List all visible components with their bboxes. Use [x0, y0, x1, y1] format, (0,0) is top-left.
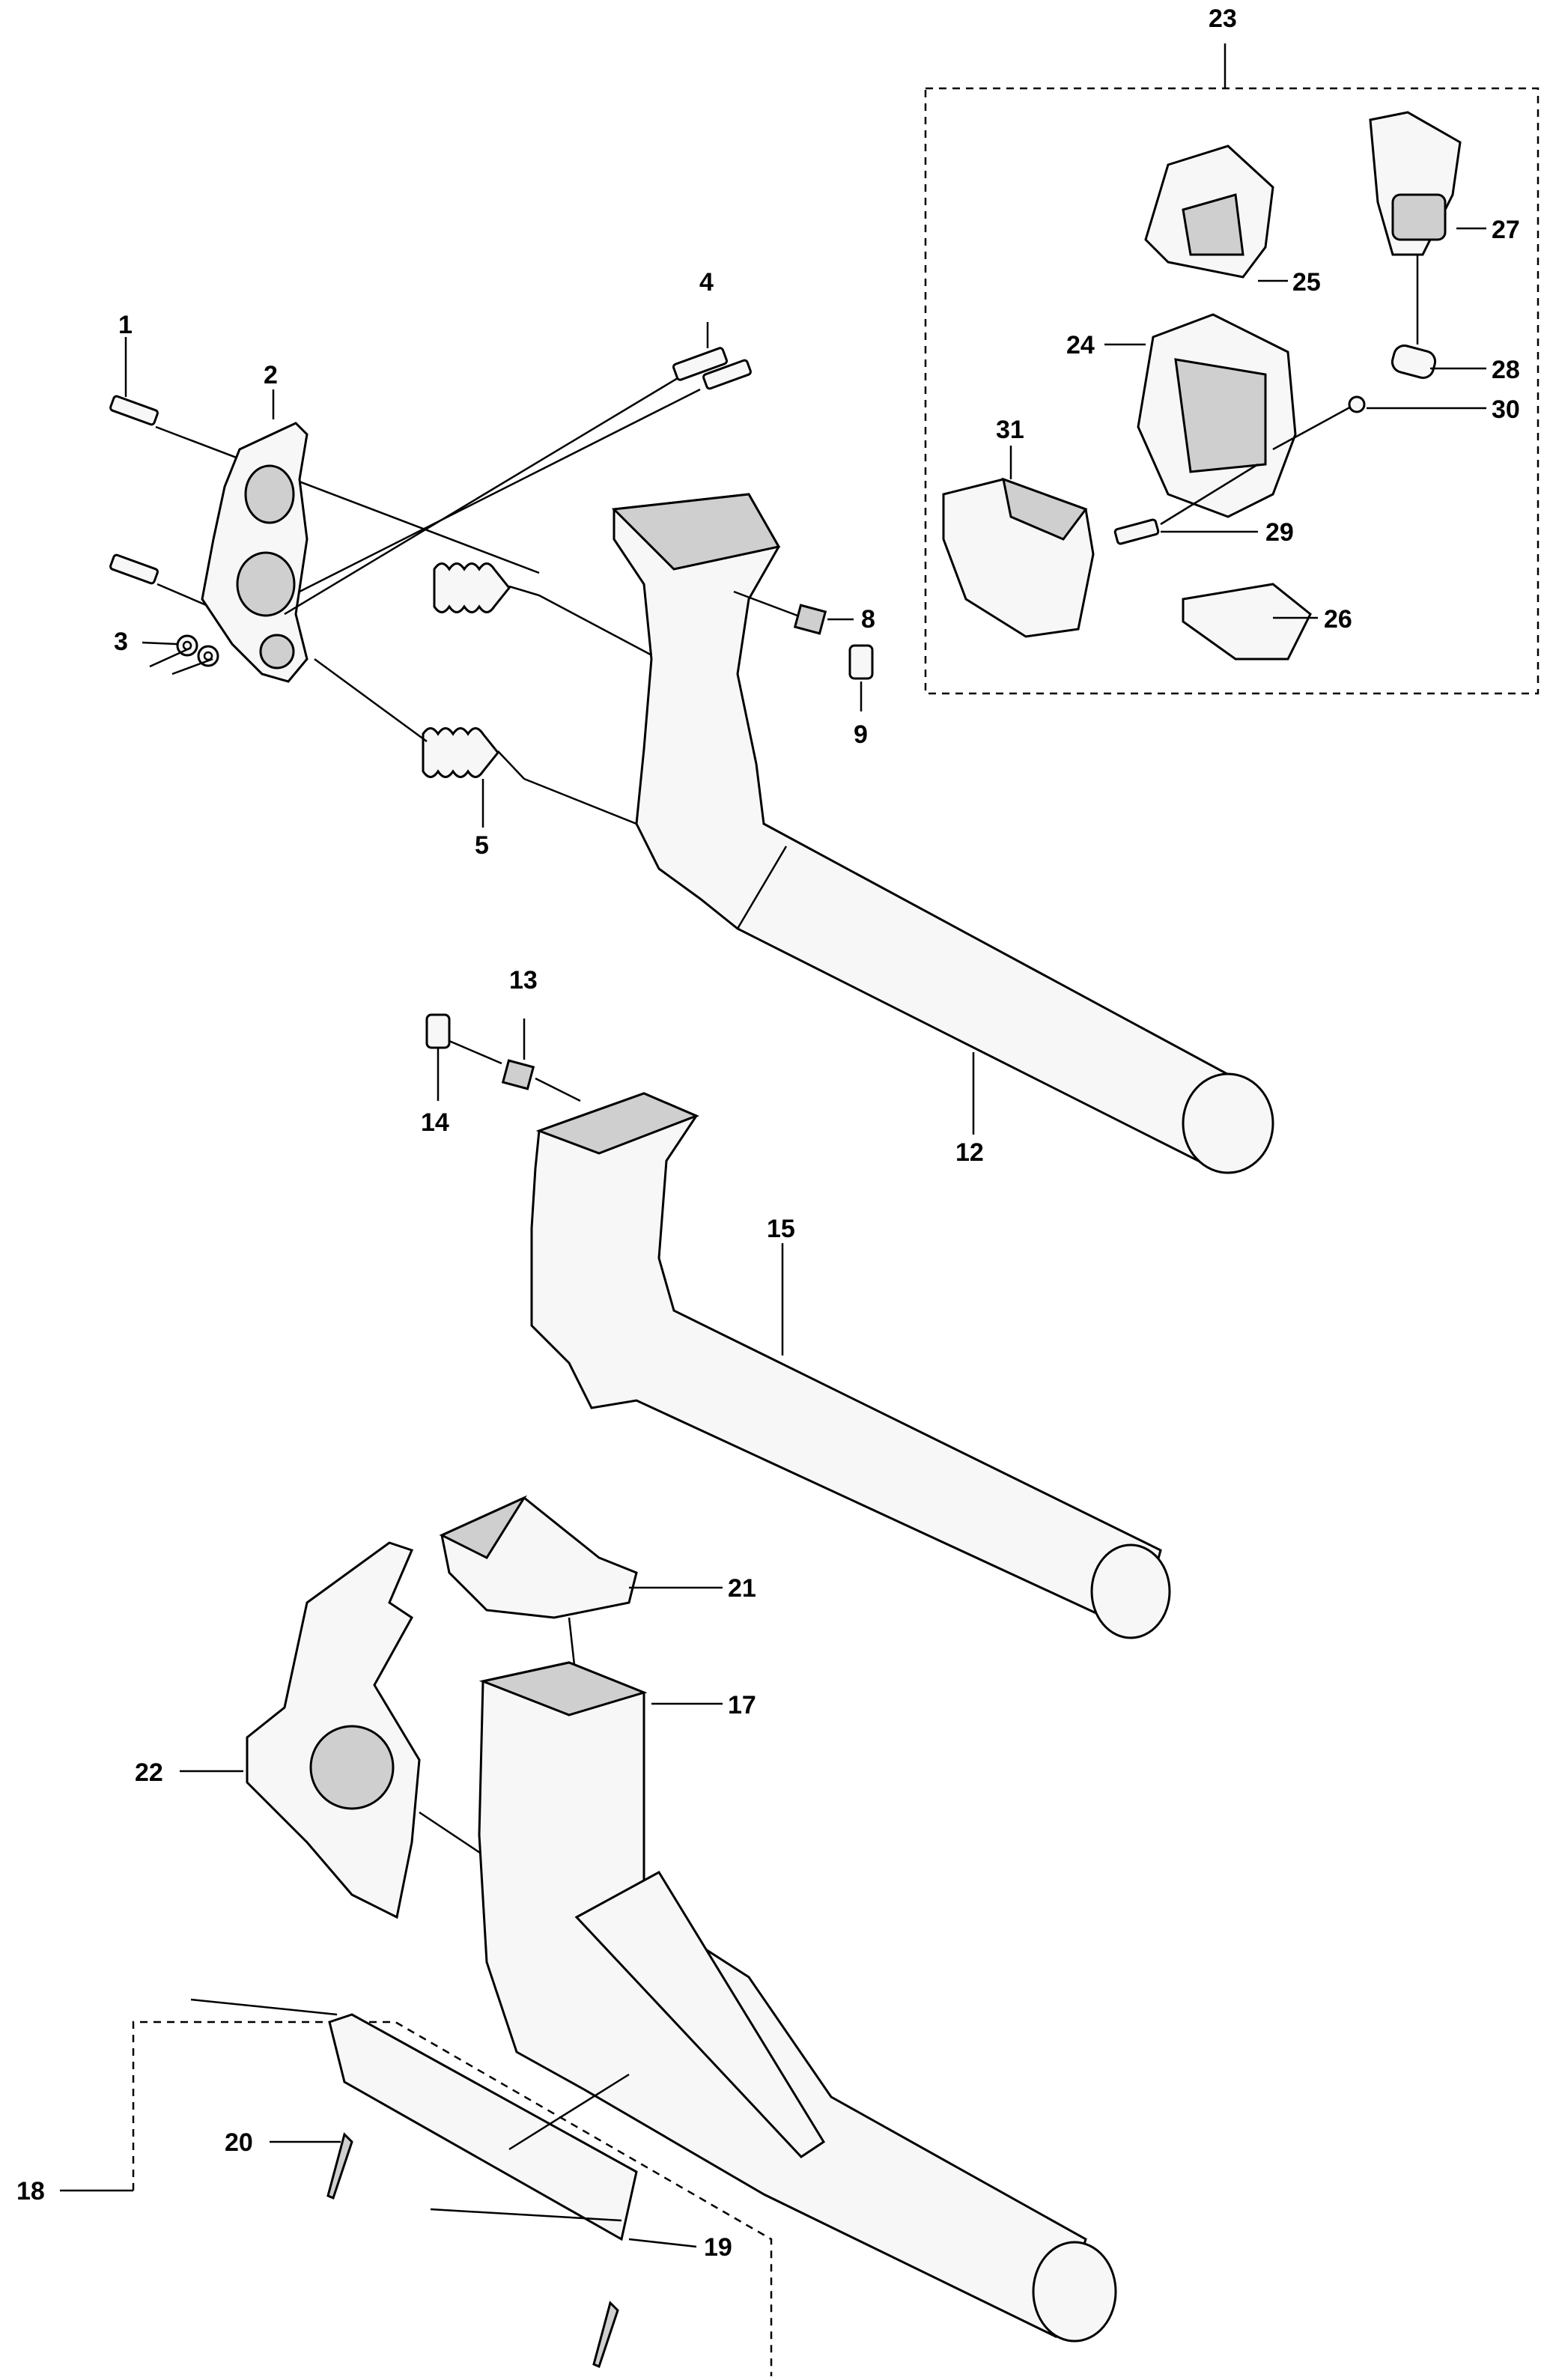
handle-12 — [611, 493, 1274, 1174]
screw-29 — [1113, 463, 1259, 545]
callout-17: 17 — [728, 1691, 756, 1719]
callout-labels: 1 2 3 4 5 8 9 12 13 14 15 17 18 19 20 21… — [16, 4, 1520, 2262]
callout-14: 14 — [421, 1108, 449, 1137]
square-nut-13 — [501, 1019, 581, 1102]
callout-28: 28 — [1492, 356, 1520, 384]
long-bolts-4 — [284, 322, 752, 616]
cover-31 — [942, 446, 1095, 638]
cap-21 — [439, 1495, 723, 1686]
washer-30 — [1348, 395, 1486, 413]
rivets-20 — [190, 1998, 622, 2369]
callout-29: 29 — [1265, 518, 1294, 547]
callout-9: 9 — [854, 720, 868, 749]
callout-24: 24 — [1066, 331, 1095, 359]
bracket-2 — [201, 389, 308, 683]
callout-30: 30 — [1492, 395, 1520, 424]
trigger-26 — [1182, 583, 1318, 661]
callout-26: 26 — [1324, 605, 1352, 634]
tube-17 — [478, 1661, 1117, 2343]
handle-15 — [530, 1092, 1171, 1639]
callout-18: 18 — [16, 2177, 45, 2206]
callout-19: 19 — [704, 2233, 732, 2262]
spacer-9 — [848, 644, 874, 711]
callout-1: 1 — [118, 311, 133, 339]
nuts-3 — [142, 634, 219, 676]
callout-3: 3 — [114, 628, 128, 656]
callout-27: 27 — [1492, 216, 1520, 244]
callout-12: 12 — [955, 1138, 984, 1167]
callout-4: 4 — [699, 268, 714, 297]
callout-22: 22 — [135, 1758, 163, 1787]
callout-15: 15 — [767, 1215, 795, 1243]
callout-23: 23 — [1209, 4, 1237, 33]
spacer-14 — [425, 1013, 502, 1101]
callout-13: 13 — [509, 966, 538, 995]
lever-27 — [1369, 111, 1486, 344]
guard-19 — [328, 2013, 697, 2248]
callout-8: 8 — [861, 605, 875, 634]
screw-1 — [109, 337, 540, 574]
square-nut-8 — [733, 590, 854, 635]
throttle-trigger-25 — [1144, 145, 1288, 282]
group-23-box — [924, 43, 1540, 695]
callout-21: 21 — [728, 1574, 756, 1603]
callout-20: 20 — [225, 2128, 253, 2157]
bracket-22 — [180, 1541, 487, 1919]
pin-28 — [1390, 344, 1486, 379]
callout-25: 25 — [1292, 268, 1321, 297]
group-18-box — [60, 2021, 773, 2376]
handle-grip-24 — [1104, 313, 1356, 518]
callout-5: 5 — [475, 831, 489, 860]
callout-2: 2 — [264, 361, 278, 389]
damper-springs-5 — [314, 562, 824, 900]
callout-31: 31 — [996, 416, 1024, 444]
